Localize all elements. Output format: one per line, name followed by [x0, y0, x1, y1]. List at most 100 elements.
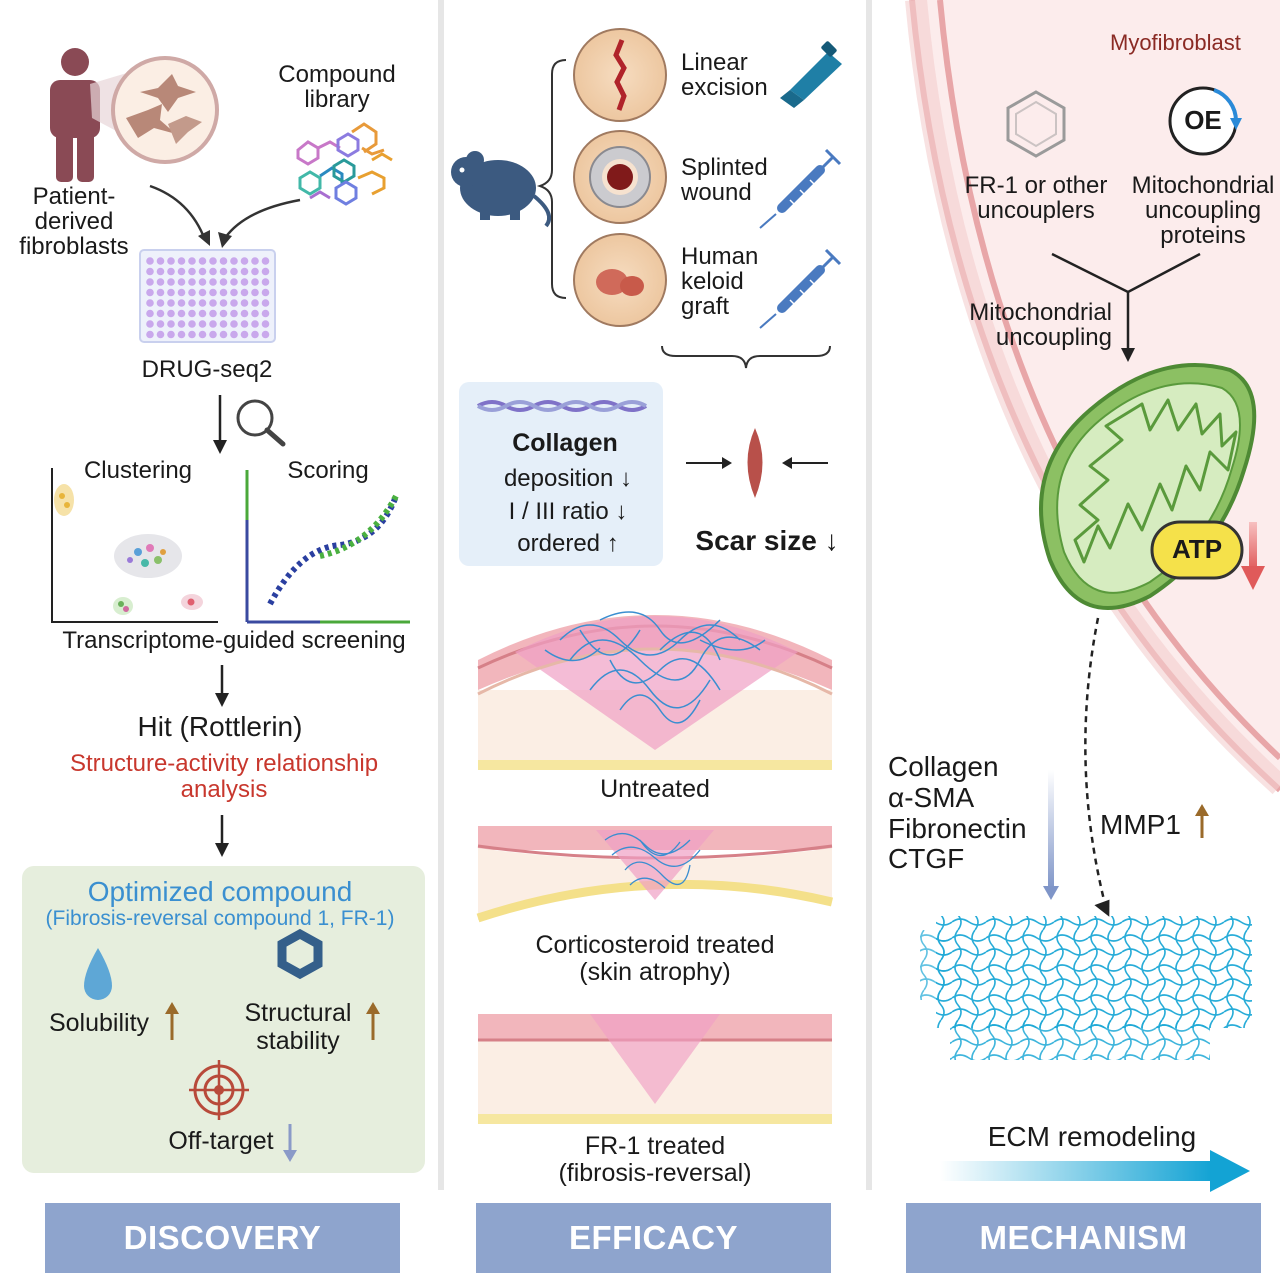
plate-well [188, 299, 196, 307]
plate-well [251, 257, 259, 265]
arrow-head [215, 843, 229, 857]
oe-badge-text: OE [1184, 105, 1222, 135]
up-arrow-icon [165, 1002, 179, 1040]
plate-well [230, 309, 238, 318]
down-arrow-icon [1043, 770, 1059, 900]
plate-well [156, 330, 165, 339]
scar-icon [686, 428, 828, 498]
hexagon-icon [277, 928, 323, 980]
patient-icon [50, 48, 100, 182]
plate-well [209, 299, 217, 307]
keloid-graft-wound [573, 233, 667, 327]
target-icon [189, 1060, 249, 1120]
plate-well [219, 288, 228, 297]
plate-well [198, 267, 207, 276]
plate-well [198, 320, 207, 328]
discovery-section-label: DISCOVERY [45, 1203, 400, 1273]
plate-well [146, 278, 154, 286]
plate-well [251, 330, 259, 339]
splinted-wound [573, 130, 667, 224]
plate-well [209, 257, 217, 265]
syringe-icon [759, 248, 842, 329]
plate-well [167, 309, 175, 318]
plate-well [219, 320, 228, 328]
plate-well [261, 320, 270, 328]
plate-well [209, 267, 217, 276]
plate-well [261, 257, 270, 265]
sar-label: Structure-activity relationship analysis [69, 750, 379, 803]
untreated-skin-section [477, 611, 833, 770]
plate-well [167, 267, 175, 276]
plate-well [251, 309, 259, 318]
keloid-graft-label: Human keloid graft [681, 243, 759, 321]
left-brace [536, 59, 567, 299]
fr1-skin-section [478, 1014, 832, 1124]
up-arrow-icon [366, 1002, 380, 1040]
plate-well [240, 278, 249, 286]
plate-well [261, 309, 270, 318]
plate-well [198, 309, 207, 318]
ecm-markers-list: Collagen α-SMA Fibronectin CTGF [888, 751, 1027, 875]
plate-well [188, 267, 196, 276]
screening-label: Transcriptome-guided screening [62, 627, 406, 654]
scoring-label: Scoring [287, 457, 369, 484]
arrow-head [1094, 899, 1110, 917]
arrow [223, 198, 301, 239]
ointment-tube-icon [780, 41, 842, 108]
optimized-compound-panel [22, 866, 425, 1173]
collagen-fiber-icon [477, 400, 647, 412]
plate-well [156, 309, 165, 318]
plate-well [209, 320, 217, 328]
plate-well [219, 278, 228, 286]
plate-well [198, 278, 207, 286]
collagen-box [459, 382, 663, 566]
plate-well [167, 288, 175, 297]
plate-well [198, 288, 207, 297]
uncoupling-proteins-label: Mitochondrial uncoupling proteins [1131, 172, 1275, 250]
plate-well [156, 257, 165, 265]
plate-well [177, 320, 186, 328]
bottom-brace [661, 345, 831, 369]
plate-well [177, 257, 186, 265]
plate-well [146, 267, 154, 276]
ecm-mesh [920, 916, 1252, 1060]
mmp1-label: MMP1 [1100, 809, 1181, 840]
well-plate-icon [139, 249, 276, 343]
linear-excision-wound [573, 28, 667, 122]
up-arrow-icon [1195, 804, 1209, 838]
plate-well [156, 299, 165, 307]
splinted-wound-label: Splinted wound [681, 154, 768, 207]
corticosteroid-skin-section [476, 826, 834, 923]
plate-well [219, 267, 228, 276]
plate-well [261, 299, 270, 307]
plate-well [240, 309, 249, 318]
plate-well [156, 320, 165, 328]
plate-well [177, 330, 186, 339]
plate-well [219, 257, 228, 265]
plate-well [230, 257, 238, 265]
plate-well [198, 330, 207, 339]
patient-fibroblasts-label: Patient- derived fibroblasts [19, 183, 129, 261]
plate-well [146, 299, 154, 307]
scar-size-label: Scar size ↓ [695, 525, 839, 556]
optimized-compound-subtitle: (Fibrosis-reversal compound 1, FR-1) [45, 907, 395, 930]
plate-well [230, 278, 238, 286]
plate-well [240, 330, 249, 339]
plate-well [146, 257, 154, 265]
plate-well [188, 309, 196, 318]
collagen-lines: deposition ↓ I / III ratio ↓ ordered ↑ [503, 465, 633, 558]
syringe-icon [759, 148, 842, 229]
plate-well [156, 288, 165, 297]
ecm-remodeling-arrow [940, 1150, 1250, 1192]
plate-well [230, 299, 238, 307]
mechanism-section-label: MECHANISM [906, 1203, 1261, 1273]
column-divider [866, 0, 872, 1190]
collagen-title: Collagen [512, 429, 618, 457]
dashed-arrow [1084, 617, 1106, 901]
water-drop-icon [84, 948, 112, 1000]
plate-well [156, 278, 165, 286]
atp-badge [1150, 520, 1244, 580]
down-arrow-icon [283, 1124, 297, 1162]
scoring-plot [245, 470, 410, 624]
plate-well [251, 320, 259, 328]
